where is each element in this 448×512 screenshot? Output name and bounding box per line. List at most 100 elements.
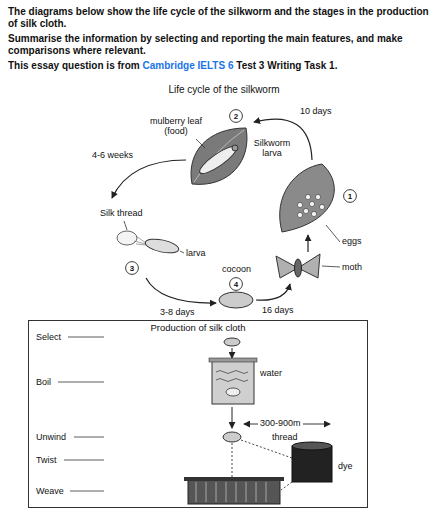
moth-picture: [276, 254, 320, 278]
title-holder: Life cycle of the silkworm: [0, 84, 448, 96]
larva-body: [144, 237, 180, 256]
callout-circle: 3: [125, 261, 139, 275]
leader-line: [180, 251, 184, 253]
label-holder: Silkworm larva: [250, 138, 294, 159]
label-holder: Unwind: [36, 432, 66, 442]
step-label: Twist: [36, 455, 57, 465]
part-label: mulberry leaf (food): [150, 116, 202, 136]
leader-line: [58, 382, 104, 383]
duration-label: 4-6 weeks: [92, 150, 133, 160]
part-label: eggs: [342, 236, 362, 246]
egg-leaf: [280, 164, 335, 232]
label-holder: 16 days: [262, 305, 294, 315]
label-holder: 4-6 weeks: [92, 150, 133, 160]
leader-line: [68, 337, 104, 338]
egg-dots: [297, 194, 324, 217]
duration-label: 3-8 days: [160, 307, 195, 317]
label-holder: Select: [36, 332, 61, 342]
mulberry-leaf: [191, 128, 247, 184]
egg: [311, 211, 316, 216]
prompt-text: The diagrams below show the life cycle o…: [8, 6, 440, 30]
part-label: Silkworm larva: [254, 138, 291, 158]
egg: [315, 194, 320, 199]
loom: [188, 480, 280, 504]
callout-ring: [230, 110, 243, 123]
part-label: moth: [342, 262, 362, 272]
source-text: Test 3 Writing Task 1.: [236, 60, 337, 71]
eggs-picture: [280, 164, 335, 232]
dye-pot-top: [292, 442, 332, 450]
step-label: Boil: [36, 377, 51, 387]
prompt-text: Summarise the information by selecting a…: [8, 33, 440, 57]
part-label: larva: [186, 248, 206, 258]
callout-ring: [230, 278, 243, 291]
leader-line: [74, 437, 104, 438]
source-line: This essay question is fromCambridge IEL…: [8, 60, 440, 72]
callout-circle: 1: [343, 189, 357, 203]
label-holder: cocoon: [222, 264, 251, 274]
leader-line: [70, 491, 104, 492]
cycle-arrow: [256, 284, 290, 300]
leader-line: [64, 460, 104, 461]
leaf-vein: [194, 130, 244, 182]
label-holder: dye: [338, 461, 353, 471]
callout-number: 4: [234, 280, 238, 289]
moth-body: [295, 259, 302, 277]
cycle-arrow: [254, 119, 312, 160]
callout-number: 2: [234, 112, 238, 121]
label-holder: Twist: [36, 455, 57, 465]
egg: [309, 201, 314, 206]
cycle-arrow: [307, 235, 308, 252]
egg: [303, 208, 308, 213]
boiling-pot: [212, 360, 254, 404]
callout-ring: [126, 262, 139, 275]
duration-label: 16 days: [262, 305, 294, 315]
flow-arrow: [232, 348, 233, 358]
egg: [297, 202, 302, 207]
dye-pot: [292, 446, 332, 482]
water-waves: [216, 371, 248, 382]
cycle-arrow: [146, 278, 216, 303]
label-holder: 300-900m: [258, 418, 303, 428]
process-panel: Production of silk cloth: [28, 320, 368, 508]
egg: [319, 204, 324, 209]
label-holder: eggs: [342, 236, 362, 246]
label-holder: mulberry leaf (food): [146, 116, 206, 137]
step-label: Select: [36, 332, 61, 342]
part-label: cocoon: [222, 264, 251, 274]
label-holder: moth: [342, 262, 362, 272]
egg: [305, 194, 310, 199]
thread-line: [232, 443, 233, 479]
part-label: Silk thread: [100, 208, 143, 218]
leader-line: [326, 225, 340, 242]
production-pictures: [184, 338, 332, 504]
callout-number: 1: [348, 192, 352, 201]
diagram-title: Life cycle of the silkworm: [168, 84, 279, 95]
prompt-block: The diagrams below show the life cycle o…: [8, 6, 440, 72]
cocoon-picture: [219, 292, 253, 308]
part-label: dye: [338, 461, 353, 471]
silk-thread-lines: [134, 236, 146, 245]
step-label: Unwind: [36, 432, 66, 442]
leaf-larva-picture: [191, 128, 247, 184]
callout-circle: 4: [229, 277, 243, 291]
spinning-larva-picture: [117, 231, 180, 255]
cycle-arrow: [112, 160, 186, 198]
label-holder: Silk thread: [100, 208, 143, 218]
callout-number: 3: [130, 264, 134, 273]
label-holder: larva: [186, 248, 206, 258]
pot-rim: [209, 358, 257, 362]
source-text: This essay question is from: [8, 60, 140, 71]
loom-threads: [196, 482, 266, 502]
label-holder: Weave: [36, 486, 64, 496]
label-holder: water: [260, 368, 282, 378]
panel-heading: Production of silk cloth: [29, 322, 367, 334]
flow-arrow: [232, 407, 233, 428]
loom-roller: [184, 477, 284, 481]
label-holder: 3-8 days: [160, 307, 195, 317]
label-holder: thread: [272, 432, 298, 442]
step-label: Weave: [36, 486, 64, 496]
thread-line: [281, 482, 292, 490]
